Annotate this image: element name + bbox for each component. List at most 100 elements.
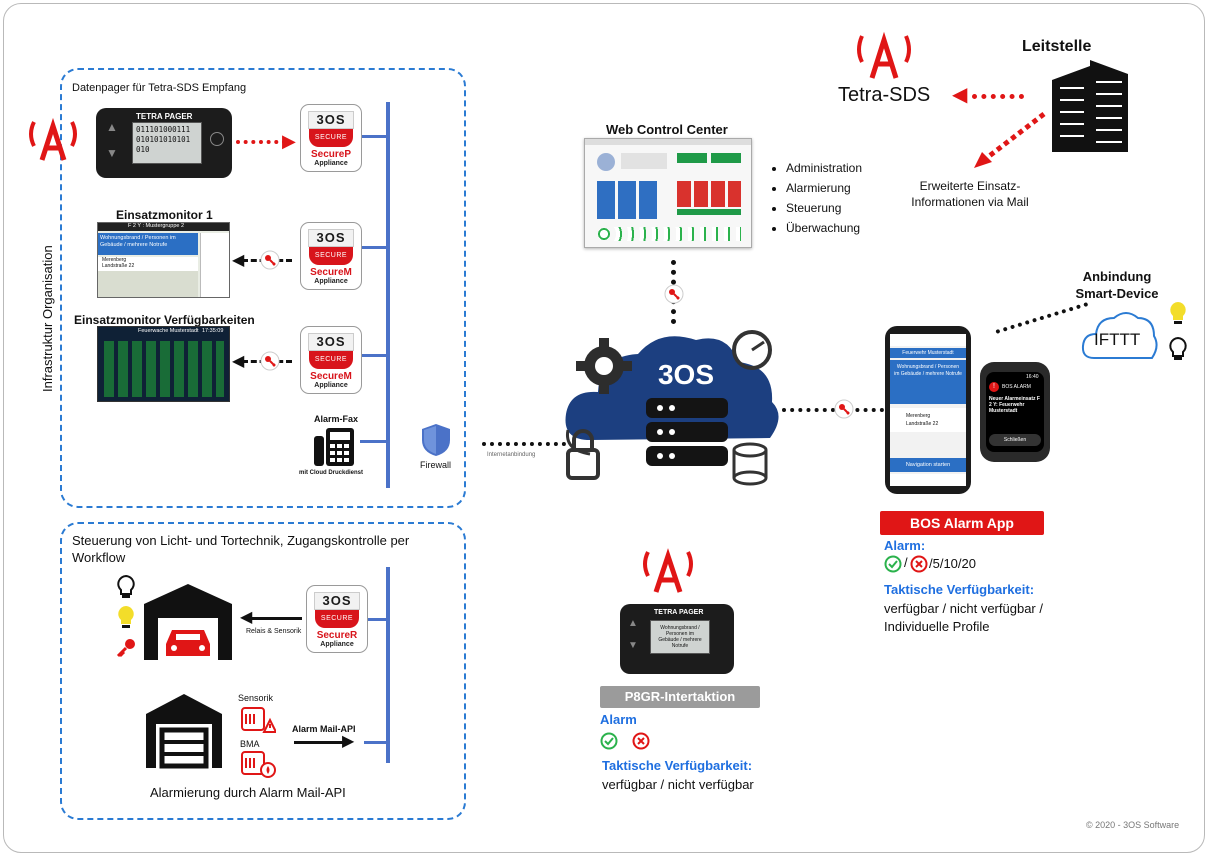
garage-door-icon	[146, 694, 222, 769]
pager-up-icon: ▲	[106, 120, 118, 134]
tetra-sds-label: Tetra-SDS	[838, 84, 931, 106]
phone-nav-button[interactable]: Navigation starten	[890, 458, 966, 472]
wcc-title: Web Control Center	[606, 122, 728, 137]
appliance-name: SecureP	[310, 149, 352, 160]
pager-down-icon: ▼	[106, 146, 118, 160]
appliance-secure-badge: SECURE	[309, 129, 353, 147]
monitor1-row: Merenberg	[102, 257, 127, 263]
smartwatch-app: 16:40 ! BOS ALARM Neuer Alarmeinsatz F 2…	[980, 362, 1050, 462]
monitor2-arrow-head-icon: ◀	[232, 353, 245, 370]
wcc-gauges	[597, 227, 741, 241]
bma-fire-icon	[241, 751, 276, 778]
check-green-icon	[884, 555, 902, 573]
monitor1-sidebar	[200, 233, 229, 297]
appliance-logo: 3OS	[308, 229, 354, 247]
p8gr-taktisch-label: Taktische Verfügbarkeit:	[602, 758, 753, 773]
relais-label: Relais & Sensorik	[246, 628, 302, 635]
infrastructure-org-box	[60, 68, 466, 508]
appliance-sub: Appliance	[314, 278, 348, 285]
phone-header: Feuerwehr Musterstadt	[890, 348, 966, 358]
watch-close-button[interactable]: Schließen	[989, 434, 1041, 446]
cross-red-icon	[910, 555, 928, 573]
appliance-sub: Appliance	[314, 382, 348, 389]
ifttt-cloud-icon	[1081, 312, 1158, 359]
control-bus-line	[386, 567, 390, 763]
key-icon	[664, 284, 684, 304]
appliance-secure-badge: SECURE	[309, 247, 353, 265]
firewall-shield-icon	[422, 424, 450, 456]
web-control-center-screen	[584, 138, 752, 248]
tetra-pager-device: TETRA PAGER 011101000111 010101010101 01…	[96, 108, 232, 178]
mail-api-label: Alarm Mail-API	[292, 724, 356, 734]
mail-info-label: Erweiterte Einsatz- Informationen via Ma…	[911, 179, 1029, 209]
wcc-feature-list: Administration Alarmierung Steuerung Übe…	[770, 158, 862, 238]
internet-link-line	[482, 442, 566, 446]
sensorik-label: Sensorik	[238, 693, 274, 703]
watch-text: Neuer Alarmeinsatz F 2 Y: Feuerwehr Must…	[989, 396, 1040, 414]
wcc-green-row	[677, 209, 741, 215]
wcc-feature-item: Überwachung	[786, 218, 862, 238]
pager-section-title: Datenpager für Tetra-SDS Empfang	[72, 82, 247, 94]
securem-appliance-2: 3OS SECURE SecureM Appliance	[300, 326, 362, 394]
workflow-control-box	[60, 522, 466, 820]
lightbulb-off-icon	[117, 574, 135, 598]
phone-row: Landstraße 22	[906, 421, 939, 427]
p8gr-alarm-label: Alarm	[600, 712, 637, 727]
leitstelle-label: Leitstelle	[1022, 38, 1092, 55]
appliance-sub: Appliance	[314, 160, 348, 167]
key-icon	[834, 399, 854, 419]
garage-car-icon	[144, 584, 232, 660]
infrastructure-org-label: Infrastruktur Organisation	[40, 245, 55, 392]
app-taktisch-value: verfügbar / nicht verfügbar / Individuel…	[884, 601, 1043, 634]
monitor1-arrow-head-icon: ◀	[232, 252, 245, 269]
securem-appliance-1: 3OS SECURE SecureM Appliance	[300, 222, 362, 290]
p8gr-pager-screen: Wohnungsbrand / Personen im Gebäude / me…	[650, 620, 710, 654]
mail-api-arrow-line	[294, 741, 346, 744]
phone-tabbar	[890, 474, 966, 486]
einsatzmonitor-verfuegbarkeit-screen: Feuerwache Musterstadt 17:35:09	[97, 326, 230, 402]
lightbulb-on-icon	[118, 606, 134, 628]
sensor-warning-icon	[241, 707, 276, 733]
pager-title: TETRA PAGER	[136, 112, 193, 121]
pager-button-icon	[210, 132, 224, 146]
monitor1-info: Merenberg Landstraße 22	[98, 257, 198, 271]
workflow-title: Steuerung von Licht- und Tortechnik, Zug…	[72, 533, 410, 565]
cloud-brand: 3OS	[658, 359, 714, 390]
securer-appliance: 3OS SECURE SecureR Appliance	[306, 585, 368, 653]
p8gr-taktisch-value: verfügbar / nicht verfügbar	[602, 777, 754, 792]
network-bus-line	[386, 102, 390, 488]
cross-red-icon	[632, 732, 650, 750]
ifttt-label: IFTTT	[1094, 330, 1141, 349]
fax-title: Alarm-Fax	[314, 414, 359, 424]
mail-link-arrow	[974, 112, 1046, 168]
appliance-secure-badge: SECURE	[315, 610, 359, 628]
pager-to-securep-arrow	[236, 140, 286, 144]
mail-api-footer: Alarmierung durch Alarm Mail-API	[150, 785, 346, 800]
leitstelle-to-tetra-arrow	[972, 94, 1024, 99]
monitor1-title: Einsatzmonitor 1	[116, 208, 213, 222]
wcc-red-tiles	[677, 181, 741, 207]
monitor1-map	[98, 271, 198, 297]
pager-up-icon: ▲	[628, 618, 638, 629]
monitor2-grid	[104, 341, 224, 397]
pager-screen: 011101000111 010101010101 010	[132, 122, 202, 164]
monitor2-time: 17:35:09	[202, 328, 224, 334]
copyright: © 2020 - 3OS Software	[1086, 820, 1180, 830]
wcc-green-tile	[677, 153, 707, 163]
p8gr-pager-device: TETRA PAGER Wohnungsbrand / Personen im …	[620, 604, 734, 674]
key-icon	[260, 250, 280, 270]
key-icon	[260, 351, 280, 371]
pager-down-icon: ▼	[628, 640, 638, 651]
arrow-head-icon: ▶	[282, 131, 296, 151]
bus-stub-3	[362, 354, 388, 357]
alarm-slash-separator: /	[904, 555, 908, 570]
control-bus-stub	[364, 618, 388, 621]
pager-line: 010101010101	[136, 135, 191, 144]
phone-statusbar	[890, 334, 966, 346]
monitor1-alarm-box: Wohnungsbrand / Personen im Gebäude / me…	[98, 233, 198, 255]
bma-label: BMA	[240, 739, 260, 749]
appliance-logo: 3OS	[308, 333, 354, 351]
appliance-sub: Appliance	[320, 641, 354, 648]
app-taktisch-label: Taktische Verfügbarkeit:	[884, 582, 1035, 597]
appliance-logo: 3OS	[308, 111, 354, 129]
